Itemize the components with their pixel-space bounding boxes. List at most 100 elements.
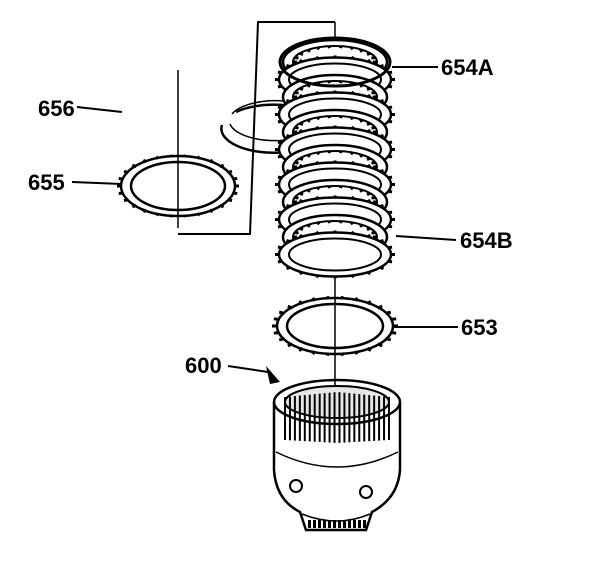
tooth xyxy=(327,115,332,119)
tooth xyxy=(351,274,355,279)
tooth xyxy=(371,231,376,235)
tooth xyxy=(338,185,343,189)
tooth xyxy=(298,128,303,133)
tooth xyxy=(315,55,319,60)
tooth xyxy=(298,300,304,305)
tooth xyxy=(351,90,355,95)
tooth xyxy=(294,231,299,235)
top-plate-outline xyxy=(278,36,392,88)
tooth xyxy=(294,161,299,165)
tooth xyxy=(366,86,371,91)
tooth xyxy=(388,70,393,75)
bottom-tooth xyxy=(358,520,361,528)
label-653: 653 xyxy=(461,315,498,340)
bottom-tooth xyxy=(348,520,351,528)
tooth xyxy=(366,121,371,126)
tooth xyxy=(123,169,129,174)
tooth xyxy=(299,226,304,231)
tooth xyxy=(299,156,304,161)
tooth xyxy=(351,195,355,200)
tooth xyxy=(349,151,354,156)
tooth xyxy=(377,342,383,348)
tooth xyxy=(277,84,282,89)
tooth xyxy=(306,48,311,53)
tooth xyxy=(183,214,187,218)
tooth xyxy=(388,259,393,264)
tooth xyxy=(388,245,393,250)
tooth xyxy=(123,198,129,203)
tooth xyxy=(366,156,371,161)
tooth xyxy=(277,210,282,215)
tooth xyxy=(388,189,393,194)
tooth xyxy=(354,297,359,302)
tooth xyxy=(232,176,238,181)
tooth xyxy=(325,295,330,300)
tooth xyxy=(315,274,319,279)
tooth xyxy=(315,125,319,130)
tooth xyxy=(277,119,282,124)
tooth xyxy=(367,58,372,63)
tooth xyxy=(277,140,282,145)
tooth xyxy=(285,98,291,103)
tooth xyxy=(306,118,311,123)
tooth xyxy=(388,154,393,159)
bottom-tooth xyxy=(343,520,346,528)
tooth xyxy=(131,203,137,209)
label-654b: 654B xyxy=(460,228,513,253)
plate-teeth xyxy=(117,154,239,218)
tooth xyxy=(316,186,321,191)
tooth xyxy=(371,126,376,130)
tooth xyxy=(227,198,233,203)
tooth xyxy=(227,169,233,174)
tooth xyxy=(183,154,187,158)
bottom-tooth xyxy=(328,520,331,528)
tooth xyxy=(298,93,303,98)
tooth xyxy=(327,220,332,224)
tooth xyxy=(351,160,355,165)
tooth xyxy=(388,140,393,145)
tooth xyxy=(327,80,332,84)
tooth xyxy=(379,98,385,103)
tooth xyxy=(367,198,372,203)
tooth xyxy=(338,80,343,84)
tooth xyxy=(371,56,376,60)
tooth xyxy=(379,266,385,271)
drum-hole xyxy=(359,485,373,499)
label-654a: 654A xyxy=(441,55,494,80)
tooth xyxy=(277,154,282,159)
tooth xyxy=(285,203,291,208)
bottom-tooth xyxy=(353,520,356,528)
tooth xyxy=(306,153,311,158)
tooth xyxy=(349,221,354,226)
tooth xyxy=(367,93,372,98)
tooth xyxy=(277,70,282,75)
tooth xyxy=(169,214,173,218)
tooth xyxy=(298,198,303,203)
bottom-tooth xyxy=(363,520,366,528)
tooth xyxy=(367,233,372,238)
tooth xyxy=(315,230,319,235)
tooth xyxy=(306,188,311,193)
bottom-tooth xyxy=(323,520,326,528)
tooth xyxy=(367,271,372,276)
tooth xyxy=(366,347,372,352)
tooth xyxy=(325,352,330,357)
bottom-tooth xyxy=(313,520,316,528)
tooth xyxy=(385,337,392,342)
tooth xyxy=(278,337,285,342)
tooth xyxy=(299,121,304,126)
bottom-tooth xyxy=(333,520,336,528)
tooth xyxy=(315,90,319,95)
tooth xyxy=(118,191,124,196)
tooth xyxy=(294,196,299,200)
tooth xyxy=(208,158,214,164)
tooth xyxy=(273,317,280,322)
tooth xyxy=(359,118,364,123)
tooth xyxy=(351,125,355,130)
tooth xyxy=(388,105,393,110)
tooth xyxy=(390,317,397,322)
tooth xyxy=(273,330,280,335)
tooth xyxy=(118,176,124,181)
tooth xyxy=(349,116,354,121)
